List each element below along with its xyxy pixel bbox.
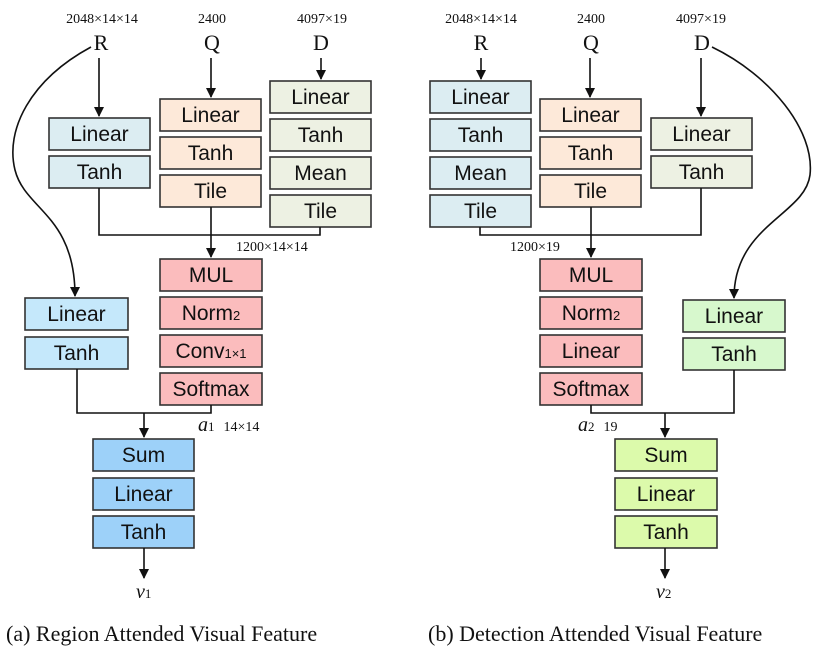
d-branch-tanh-box: Tanh (269, 118, 372, 152)
svg-text:Norm2: Norm2 (562, 302, 621, 325)
svg-text:Tile: Tile (464, 200, 497, 223)
q-branch-tanh-box: Tanh (159, 136, 262, 170)
svg-text:Linear: Linear (705, 305, 763, 328)
input-r-label: R (94, 30, 109, 55)
output-label: v1 (136, 581, 151, 603)
attention-linear-box-b: Linear (539, 334, 643, 368)
q-branch-tile-box-b: Tile (539, 174, 642, 208)
side-branch-linear-box-b: Linear (682, 299, 786, 333)
caption-b: (b) Detection Attended Visual Feature (428, 621, 762, 646)
svg-text:MUL: MUL (569, 264, 613, 287)
input-q-label: Q (204, 30, 220, 55)
output-linear-box: Linear (92, 477, 195, 511)
r-branch-tile-box-b: Tile (429, 194, 532, 228)
q-branch-linear-box: Linear (159, 98, 262, 132)
svg-text:Sum: Sum (122, 444, 165, 467)
svg-text:Linear: Linear (114, 483, 172, 506)
svg-text:Tanh: Tanh (458, 124, 504, 147)
svg-text:Conv1×1: Conv1×1 (175, 340, 246, 363)
svg-text:Linear: Linear (562, 340, 620, 363)
svg-text:Linear: Linear (70, 123, 128, 146)
r-branch-mean-box-b: Mean (429, 156, 532, 190)
svg-text:Sum: Sum (644, 444, 687, 467)
svg-text:Tanh: Tanh (643, 521, 689, 544)
svg-text:Softmax: Softmax (172, 378, 250, 401)
output-label-b: v2 (656, 581, 671, 603)
d-branch-linear-box: Linear (269, 80, 372, 114)
q-branch-tile-box: Tile (159, 174, 262, 208)
softmax-box: Softmax (159, 372, 263, 406)
svg-text:Tile: Tile (194, 180, 227, 203)
merge-dim-label-b: 1200×19 (510, 240, 560, 255)
d-branch-tanh-box-b: Tanh (650, 155, 753, 189)
svg-text:Tanh: Tanh (679, 161, 725, 184)
input-r-dim: 2048×14×14 (66, 12, 138, 27)
merge-dim-label: 1200×14×14 (236, 240, 308, 255)
svg-text:Tanh: Tanh (77, 161, 123, 184)
norm-box-b: Norm2 (539, 296, 643, 330)
svg-text:Tanh: Tanh (298, 124, 344, 147)
svg-text:Norm2: Norm2 (182, 302, 241, 325)
side-branch-tanh-box: Tanh (24, 336, 129, 370)
input-r-label-b: R (474, 30, 489, 55)
output-linear-box-b: Linear (614, 477, 718, 511)
sum-box-b: Sum (614, 438, 718, 472)
svg-text:Tanh: Tanh (188, 142, 234, 165)
svg-text:Tanh: Tanh (568, 142, 614, 165)
input-r-dim-b: 2048×14×14 (445, 12, 517, 27)
r-branch-tanh-box-b: Tanh (429, 118, 532, 152)
conv-box: Conv1×1 (159, 334, 263, 368)
svg-text:MUL: MUL (189, 264, 233, 287)
input-d-label: D (313, 30, 329, 55)
mul-box-b: MUL (539, 258, 643, 292)
input-d-label-b: D (694, 30, 710, 55)
svg-text:Linear: Linear (561, 104, 619, 127)
q-branch-tanh-box-b: Tanh (539, 136, 642, 170)
r-branch-linear-box-b: Linear (429, 80, 532, 114)
svg-text:Tanh: Tanh (711, 343, 757, 366)
svg-text:Tanh: Tanh (121, 521, 167, 544)
d-branch-linear-box-b: Linear (650, 117, 753, 151)
r-branch-tanh-box: Tanh (48, 155, 151, 189)
input-d-dim: 4097×19 (297, 12, 347, 27)
merge-wire (98, 188, 321, 236)
side-branch-tanh-box-b: Tanh (682, 337, 786, 371)
panel-b: 2048×14×14 R 2400 Q 4097×19 D Linear Tan… (428, 12, 812, 646)
input-q-dim: 2400 (198, 12, 226, 27)
panel-a: 2048×14×14 R 2400 Q 4097×19 D Linear Tan… (6, 12, 372, 646)
d-branch-tile-box: Tile (269, 194, 372, 228)
output-tanh-box: Tanh (92, 515, 195, 549)
arrow-r-to-side-branch (12, 46, 92, 297)
svg-text:Linear: Linear (291, 86, 349, 109)
svg-text:Tile: Tile (574, 180, 607, 203)
input-q-dim-b: 2400 (577, 12, 605, 27)
mul-box: MUL (159, 258, 263, 292)
svg-text:Linear: Linear (47, 303, 105, 326)
svg-text:Tile: Tile (304, 200, 337, 223)
arrow-d-to-side-branch-b (711, 46, 812, 299)
join-wire-b (590, 370, 735, 414)
svg-text:Mean: Mean (454, 162, 507, 185)
r-branch-linear-box: Linear (48, 117, 151, 151)
svg-text:Softmax: Softmax (552, 378, 630, 401)
q-branch-linear-box-b: Linear (539, 98, 642, 132)
output-tanh-box-b: Tanh (614, 515, 718, 549)
side-branch-linear-box: Linear (24, 297, 129, 331)
svg-text:Linear: Linear (637, 483, 695, 506)
svg-text:Mean: Mean (294, 162, 347, 185)
softmax-box-b: Softmax (539, 372, 643, 406)
svg-text:Linear: Linear (451, 86, 509, 109)
svg-text:Linear: Linear (672, 123, 730, 146)
sum-box: Sum (92, 438, 195, 472)
input-q-label-b: Q (583, 30, 599, 55)
svg-text:Tanh: Tanh (54, 342, 100, 365)
caption-a: (a) Region Attended Visual Feature (6, 621, 317, 646)
norm-box: Norm2 (159, 296, 263, 330)
input-d-dim-b: 4097×19 (676, 12, 726, 27)
svg-text:Linear: Linear (181, 104, 239, 127)
d-branch-mean-box: Mean (269, 156, 372, 190)
